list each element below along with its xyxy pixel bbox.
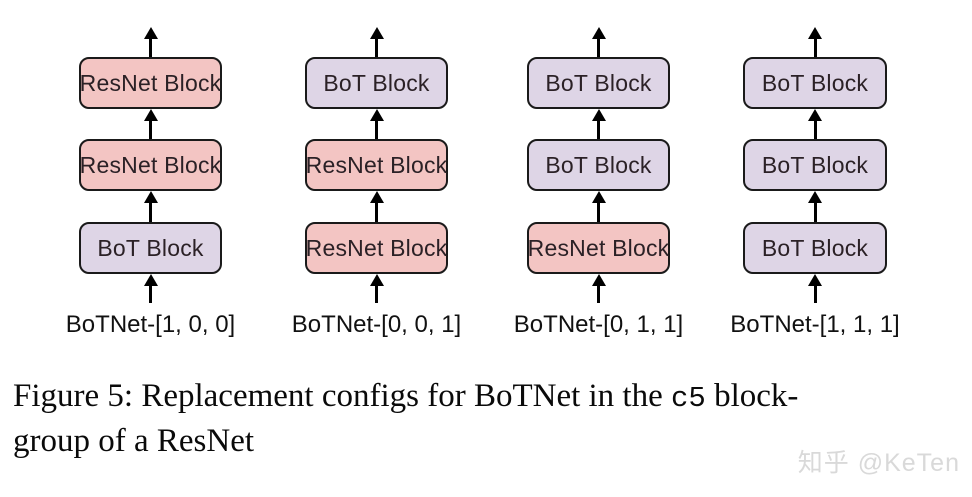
- arrowhead-icon: [143, 191, 158, 203]
- block-label: BoT Block: [97, 234, 204, 261]
- arrowhead-icon: [369, 191, 384, 203]
- figure-caption: Figure 5: Replacement configs for BoTNet…: [13, 375, 965, 463]
- bot-block: BoT Block: [743, 222, 887, 274]
- block-label: ResNet Block: [305, 234, 448, 261]
- column-label: BoTNet-[0, 1, 1]: [513, 311, 684, 338]
- arrow-stem: [149, 120, 152, 139]
- arrow-up-icon: [369, 27, 384, 57]
- arrow-stem: [597, 38, 600, 57]
- arrowhead-icon: [808, 274, 822, 286]
- resnet-block: ResNet Block: [305, 222, 448, 274]
- bot-block: BoT Block: [79, 222, 222, 274]
- block-label: BoT Block: [761, 234, 869, 261]
- figure-column-botnet-111: BoT Block BoT Block BoT Block BoTNet-[1,…: [730, 27, 900, 339]
- arrow-stem: [375, 120, 378, 139]
- arrowhead-icon: [369, 274, 384, 286]
- resnet-block: ResNet Block: [79, 57, 222, 109]
- resnet-block: ResNet Block: [305, 139, 448, 191]
- block-label: ResNet Block: [79, 69, 222, 96]
- arrow-stem: [149, 285, 152, 303]
- block-label: ResNet Block: [527, 234, 670, 261]
- column-label: BoTNet-[1, 0, 0]: [65, 311, 236, 338]
- arrowhead-icon: [808, 191, 822, 203]
- figure-column-botnet-001: BoT Block ResNet Block ResNet Block BoTN…: [292, 27, 461, 339]
- arrow-stem: [813, 120, 817, 139]
- arrowhead-icon: [808, 109, 822, 121]
- figure-column-botnet-011: BoT Block BoT Block ResNet Block BoTNet-…: [514, 27, 683, 339]
- arrow-up-icon: [143, 191, 158, 222]
- arrow-stem: [149, 202, 152, 222]
- watermark: 知乎 @KeTen: [797, 449, 960, 477]
- block-label: ResNet Block: [79, 151, 222, 178]
- arrow-up-icon: [591, 27, 606, 57]
- arrow-up-icon: [369, 191, 384, 222]
- arrow-stem: [375, 202, 378, 222]
- arrowhead-icon: [143, 274, 158, 286]
- arrowhead-icon: [591, 274, 606, 286]
- arrow-stem: [597, 120, 600, 139]
- arrowhead-icon: [591, 27, 606, 39]
- bot-block: BoT Block: [527, 57, 670, 109]
- column-label: BoTNet-[0, 0, 1]: [291, 311, 462, 338]
- block-label: ResNet Block: [305, 151, 448, 178]
- arrowhead-icon: [591, 109, 606, 121]
- arrow-up-icon: [808, 274, 822, 303]
- arrowhead-icon: [143, 27, 158, 39]
- block-label: BoT Block: [761, 69, 869, 96]
- bot-block: BoT Block: [527, 139, 670, 191]
- arrow-stem: [813, 38, 817, 57]
- bot-block: BoT Block: [743, 139, 887, 191]
- arrowhead-icon: [369, 109, 384, 121]
- arrow-stem: [813, 285, 817, 303]
- arrow-up-icon: [143, 109, 158, 139]
- resnet-block: ResNet Block: [527, 222, 670, 274]
- arrowhead-icon: [143, 109, 158, 121]
- block-label: BoT Block: [545, 69, 652, 96]
- arrowhead-icon: [591, 191, 606, 203]
- arrow-stem: [597, 285, 600, 303]
- caption-line-1: Figure 5: Replacement configs for BoTNet…: [13, 375, 965, 420]
- arrow-up-icon: [369, 274, 384, 303]
- caption-text: block-: [705, 378, 799, 414]
- arrow-up-icon: [369, 109, 384, 139]
- column-label: BoTNet-[1, 1, 1]: [730, 311, 900, 338]
- caption-code-c5: c5: [671, 382, 706, 415]
- caption-text: Figure 5: Replacement configs for BoTNet…: [13, 378, 672, 414]
- bot-block: BoT Block: [743, 57, 887, 109]
- arrowhead-icon: [369, 27, 384, 39]
- block-label: BoT Block: [545, 151, 652, 178]
- block-label: BoT Block: [323, 69, 430, 96]
- arrow-up-icon: [591, 191, 606, 222]
- arrow-up-icon: [591, 274, 606, 303]
- arrow-stem: [375, 38, 378, 57]
- arrow-stem: [813, 202, 817, 222]
- figure-column-botnet-100: ResNet Block ResNet Block BoT Block BoTN…: [66, 27, 235, 339]
- bot-block: BoT Block: [305, 57, 448, 109]
- arrow-stem: [597, 202, 600, 222]
- resnet-block: ResNet Block: [79, 139, 222, 191]
- caption-line-2: group of a ResNet: [13, 423, 255, 459]
- arrow-up-icon: [808, 191, 822, 222]
- arrow-up-icon: [591, 109, 606, 139]
- arrowhead-icon: [808, 27, 822, 39]
- arrow-up-icon: [808, 109, 822, 139]
- arrow-up-icon: [143, 274, 158, 303]
- block-diagram: ResNet Block ResNet Block BoT Block BoTN…: [0, 27, 972, 339]
- block-label: BoT Block: [761, 151, 869, 178]
- arrow-stem: [375, 285, 378, 303]
- arrow-stem: [149, 38, 152, 57]
- arrow-up-icon: [143, 27, 158, 57]
- arrow-up-icon: [808, 27, 822, 57]
